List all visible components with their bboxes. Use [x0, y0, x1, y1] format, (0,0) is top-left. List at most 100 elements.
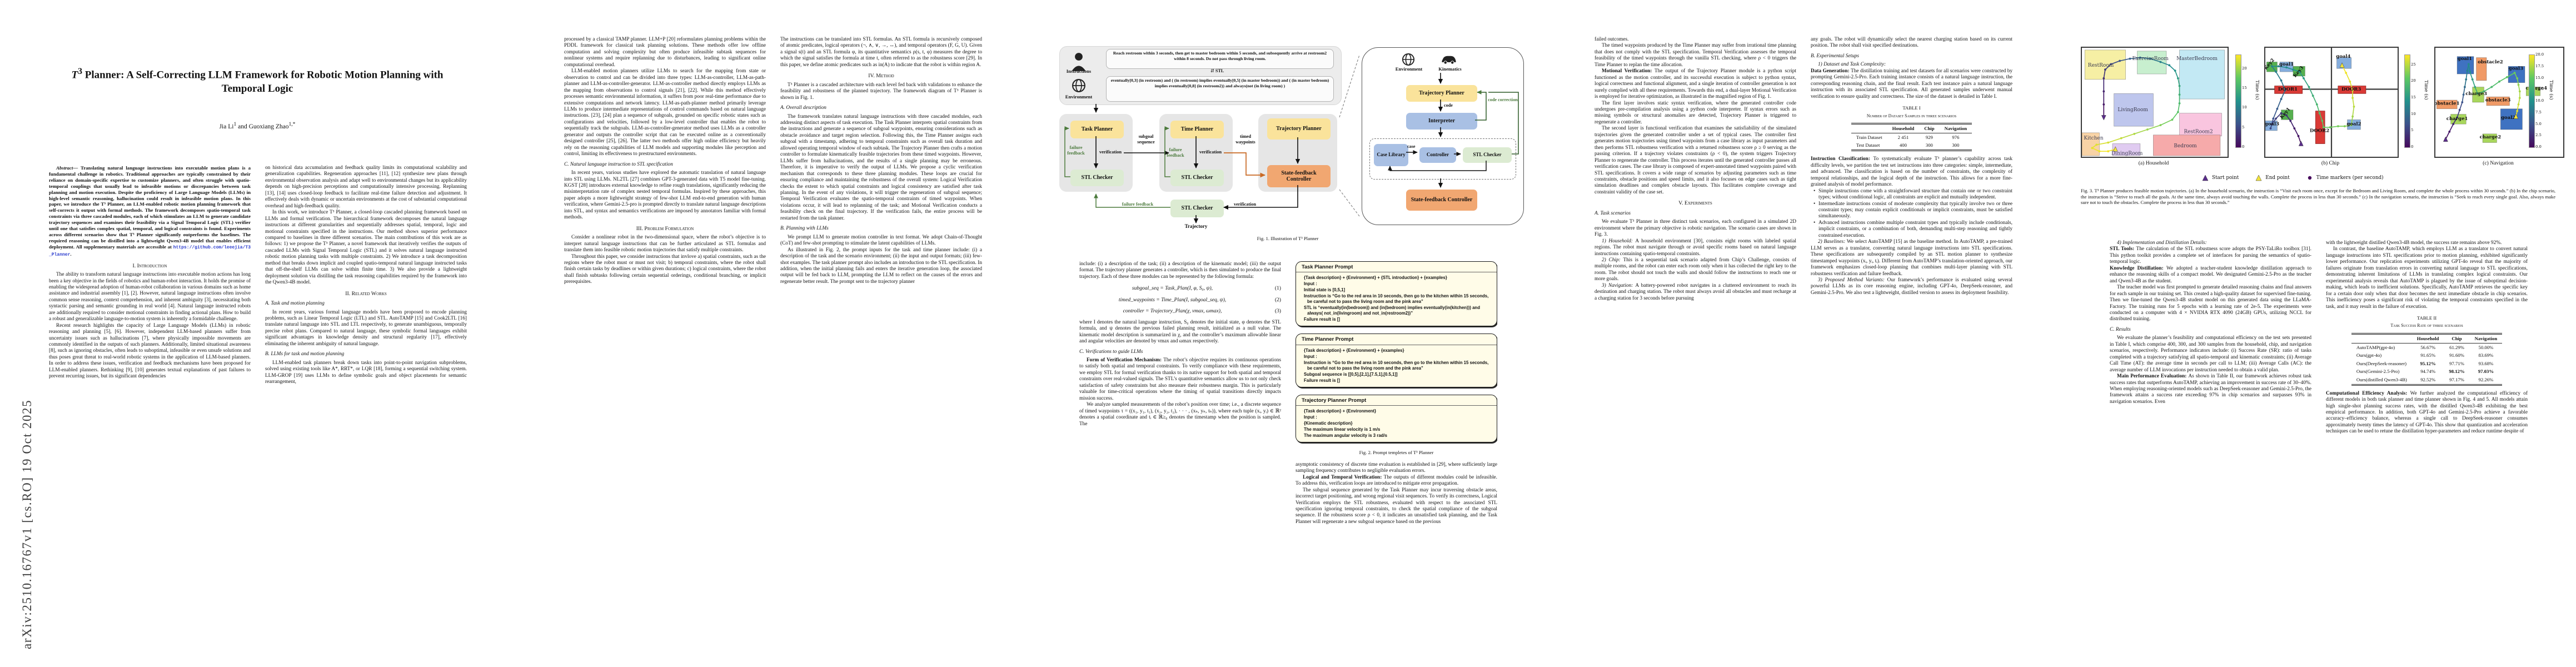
- verification-dashed-box: [1369, 138, 1516, 180]
- legend-label: Time markers (per second): [2316, 175, 2384, 181]
- colorbar-tick: 15.0: [2535, 75, 2544, 80]
- paragraph: In contrast, the baseline AutoTAMP, whic…: [2326, 246, 2528, 310]
- colorbar-gradient: [2235, 54, 2241, 148]
- paragraph: Computational Efficiency Analysis: We fu…: [2326, 390, 2528, 435]
- svg-text:charge2: charge2: [2480, 135, 2502, 140]
- paragraph-lead: Instruction Classification:: [1811, 156, 1874, 162]
- table-cell: 83.69%: [2478, 352, 2494, 359]
- table-cell: 56.67%: [2420, 344, 2435, 350]
- paragraph: Motional Verification: The output of the…: [1595, 68, 1796, 100]
- instructions-label: Instructions: [1066, 68, 1092, 74]
- paragraph-lead: 2) Baselines:: [1818, 239, 1847, 245]
- kinematics-label: Kinematics: [1438, 66, 1462, 72]
- stl-text-bubble: eventually[0,3] (in restroom) and ( (in …: [1106, 76, 1334, 102]
- panel-svg: goal1obstacle2goal3charge4charge3obstacl…: [2434, 56, 2547, 143]
- paragraph: Main Performance Evaluation: As shown in…: [2110, 374, 2311, 405]
- svg-text:obstacle2: obstacle2: [2478, 59, 2503, 65]
- paragraph-lead: 3) Proposed Method Variants:: [1818, 277, 1887, 283]
- svg-text:charge1: charge1: [2447, 116, 2468, 122]
- svg-text:obstacle1: obstacle1: [2435, 101, 2460, 106]
- page3-column-1: include: (i) a description of the task; …: [1079, 261, 1281, 620]
- svg-text:DOOR3: DOOR3: [2341, 87, 2361, 92]
- paragraph: The framework translates natural languag…: [780, 113, 982, 221]
- colorbar-tick: 0: [2242, 145, 2245, 149]
- equation-notation-text: where I denotes the natural language ins…: [1079, 320, 1281, 345]
- task-planner-box: Task Planner: [1070, 121, 1124, 138]
- paragraph: asymptotic consistency of discrete time …: [1296, 461, 1497, 474]
- failure-feedback-label-3: failure feedback: [1122, 202, 1154, 207]
- prompt-line: Subgoal sequence is [[0,5],[2,1],[7.5,1]…: [1304, 371, 1398, 377]
- table-row-label: Ours(Gemini-2.5-Pro): [2356, 369, 2400, 375]
- paragraph-lead: Form of Verification Mechanism:: [1087, 357, 1164, 363]
- table-cell: 929: [1925, 134, 1933, 140]
- page1-column-2: on historical data accumulation and feed…: [265, 165, 467, 613]
- paragraph: on historical data accumulation and feed…: [265, 165, 467, 209]
- svg-text:goal2: goal2: [2501, 115, 2515, 121]
- table-row: Ours(gpt-4o)91.65%91.60%83.69%: [2351, 352, 2502, 360]
- table-cell: 97.03%: [2478, 369, 2494, 375]
- paragraph: 1) Household: A household environment [3…: [1595, 238, 1796, 257]
- section-experiments: V. Experiments: [1678, 200, 1712, 207]
- prompt-line: The maximum linear velocity is 1 m/s: [1304, 427, 1381, 432]
- planning-with-llms-text: We prompt LLM to generate motion control…: [780, 235, 982, 286]
- colorbar-gradient: [2529, 54, 2535, 148]
- implementation-text: 4) Implementation and Distillation Detai…: [2110, 240, 2311, 323]
- nl-to-stl-text: In recent years, various studies have ex…: [564, 170, 766, 221]
- interpreter-box: Interpreter: [1406, 113, 1477, 130]
- table-cell: 97.71%: [2449, 360, 2464, 366]
- prompt-line: {Task description} + {Environment}: [1304, 409, 1377, 414]
- colorbar-tick: 20.0: [2535, 52, 2544, 57]
- page-2: processed by a classical TAMP planner. L…: [515, 0, 1031, 667]
- colorbar-tick: 5: [2411, 128, 2414, 133]
- autotamp-comparison-text: with the lightweight distilled Qwen3-4B …: [2326, 240, 2528, 310]
- paragraph: Logical and Temporal Verification: The o…: [1296, 474, 1497, 487]
- table-cell: 400: [1899, 142, 1907, 148]
- results-text: We evaluate the planner’s feasibility an…: [2110, 335, 2311, 405]
- paragraph: Data Generation: The distillation traini…: [1811, 68, 2012, 99]
- subsection-experimental-setups: B. Experimental Setups: [1811, 53, 1860, 59]
- stl-checker-box-3: STL Checker: [1170, 200, 1224, 217]
- task-prompt-title: Task Planner Prompt: [1296, 262, 1497, 273]
- subsection-task-scenarios: A. Task scenarios: [1595, 210, 1631, 216]
- paragraph-lead: Logical and Temporal Verification:: [1303, 474, 1384, 480]
- page-4: failed outcomes.The timed waypoints prod…: [1546, 0, 2061, 667]
- table-row: Ours(DeepSeek-reasoner)95.12%97.71%93.68…: [2351, 360, 2502, 367]
- prompt-line: Failure result is []: [1304, 317, 1340, 322]
- legend-label: End point: [2265, 175, 2290, 181]
- page5-column-2: with the lightweight distilled Qwen3-4B …: [2326, 240, 2528, 624]
- stl-exchange-label: ⇵ STL: [1210, 68, 1224, 73]
- table-cell: 300: [1925, 142, 1933, 148]
- page2-column-1: processed by a classical TAMP planner. L…: [564, 37, 766, 618]
- colorbar-tick: 25: [2411, 62, 2416, 67]
- subsection-task-motion-planning: A. Task and motion planning: [265, 301, 325, 307]
- page1-column-1: Abstract— Translating natural language i…: [49, 165, 251, 613]
- paragraph: In recent years, various studies have ex…: [564, 170, 766, 221]
- table-cell: 61.29%: [2449, 344, 2464, 350]
- abstract: Abstract— Translating natural language i…: [49, 165, 251, 257]
- table-cell: 50.00%: [2478, 344, 2494, 350]
- navigation-caption: (c) Navigation: [2483, 160, 2514, 166]
- time-planner-box: Time Planner: [1170, 121, 1224, 138]
- prompt-description-text: include: (i) a description of the task; …: [1079, 261, 1281, 280]
- svg-text:goal1: goal1: [2279, 62, 2294, 67]
- paragraph: any goals. The robot will dynamically se…: [1811, 37, 2012, 49]
- table-row-label: Ours(gpt-4o): [2356, 352, 2382, 359]
- problem-formulation-text: Consider a nonlinear robot in the two-di…: [564, 235, 766, 286]
- svg-text:RestRoom2: RestRoom2: [2184, 129, 2213, 135]
- paragraph: The subgoal sequence generated by the Ta…: [1296, 487, 1497, 525]
- related-b: LLM-enabled task planners break down tas…: [265, 360, 467, 386]
- table-cell: 91.60%: [2449, 352, 2464, 359]
- table-row-label: AutoTAMP(gpt-4o): [2356, 344, 2395, 350]
- table2-caption: TABLE II: [2416, 315, 2437, 321]
- table2-subcaption: Task Success Rate of three scenarios: [2390, 323, 2463, 328]
- github-link[interactable]: https://github.com/leeejia/T3_Planner: [49, 245, 251, 257]
- motional-verification-text: failed outcomes.The timed waypoints prod…: [1595, 37, 1796, 196]
